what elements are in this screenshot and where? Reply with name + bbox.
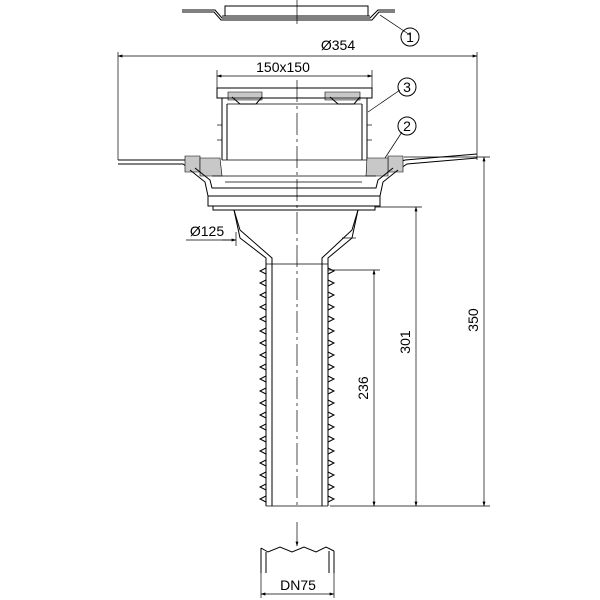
callout-3-label: 3	[403, 79, 411, 95]
dim-height-total-label: 350	[465, 308, 481, 332]
dim-height-pipe-label: 236	[355, 376, 371, 400]
dim-outlet-diameter: Ø125	[186, 223, 356, 246]
drain-body	[207, 196, 381, 264]
dim-height-pipe: 236	[328, 269, 380, 507]
dim-height-outlet-label: 301	[397, 330, 413, 354]
dn75-label: DN75	[280, 577, 316, 593]
dn75-detail: DN75	[260, 522, 335, 598]
dim-outer-diameter: Ø354	[117, 37, 478, 160]
callout-1: 1	[400, 27, 420, 47]
dim-outlet-diameter-label: Ø125	[190, 223, 224, 239]
callout-2-label: 2	[403, 118, 411, 134]
callout-3: 3	[367, 77, 417, 113]
grate-box	[216, 87, 373, 161]
callout-2: 2	[384, 116, 417, 159]
dim-height-outlet: 301	[375, 206, 422, 507]
flange-membrane	[118, 153, 478, 197]
top-cover-part	[182, 0, 411, 36]
dim-height-total: 350	[330, 156, 490, 507]
dim-outer-diameter-label: Ø354	[321, 37, 355, 53]
callout-1-label: 1	[406, 29, 414, 45]
dim-grate-size-label: 150x150	[256, 59, 310, 75]
ribbed-pipe	[258, 263, 336, 507]
dim-grate-size: 150x150	[216, 59, 373, 92]
